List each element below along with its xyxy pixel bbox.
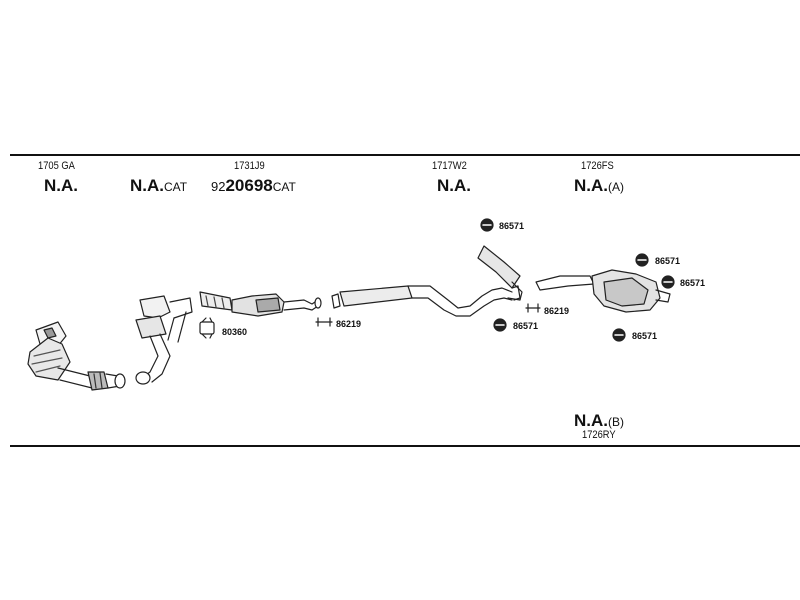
status-bottom-suffix: (B) (608, 415, 624, 429)
part-number-3-prefix: 92 (211, 179, 226, 194)
rear-silencer (535, 269, 671, 313)
part-number-3-main: 20698 (225, 176, 273, 195)
status-5: N.A.(A) (574, 177, 624, 194)
part-code-5: 1726FS (581, 160, 614, 172)
middle-silencer (331, 285, 521, 317)
part-number-ring-rear-top: 86571 (655, 256, 681, 266)
status-bottom: N.A.(B) (574, 412, 624, 429)
part-code-1: 1705 GA (38, 160, 75, 172)
top-rule (10, 154, 800, 156)
status-5-suffix: (A) (608, 180, 624, 194)
part-number-clamp: 80360 (222, 327, 248, 337)
status-bottom-text: N.A. (574, 411, 608, 430)
front-manifold-cat (27, 321, 126, 391)
part-number-hanger-a: 86219 (336, 319, 362, 329)
part-number-ring-rear-bottom: 86571 (632, 331, 658, 341)
status-2: N.A.CAT (130, 177, 187, 194)
catalyst-20698 (199, 291, 322, 317)
clamp-80360-shape (199, 317, 215, 339)
part-number-3: 9220698CAT (211, 177, 296, 195)
part-code-4: 1717W2 (432, 160, 467, 172)
status-4-text: N.A. (437, 176, 471, 195)
status-1-text: N.A. (44, 176, 78, 195)
rear-link-pipe (477, 245, 523, 301)
status-1: N.A. (44, 177, 78, 194)
part-code-3: 1731J9 (234, 160, 265, 172)
part-number-hanger-b: 86219 (544, 306, 570, 316)
part-number-ring-top: 86571 (499, 221, 525, 231)
part-code-bottom: 1726RY (582, 429, 616, 441)
status-2-text: N.A. (130, 176, 164, 195)
status-4: N.A. (437, 177, 471, 194)
status-5-text: N.A. (574, 176, 608, 195)
part-number-3-suffix: CAT (272, 180, 296, 194)
downpipe (135, 295, 193, 385)
hanger-86219-a (315, 317, 333, 327)
part-number-ring-mid: 86571 (513, 321, 539, 331)
status-2-suffix: CAT (164, 180, 188, 194)
bottom-rule (10, 445, 800, 447)
part-number-ring-rear-right: 86571 (680, 278, 706, 288)
hanger-86219-b (525, 303, 541, 313)
